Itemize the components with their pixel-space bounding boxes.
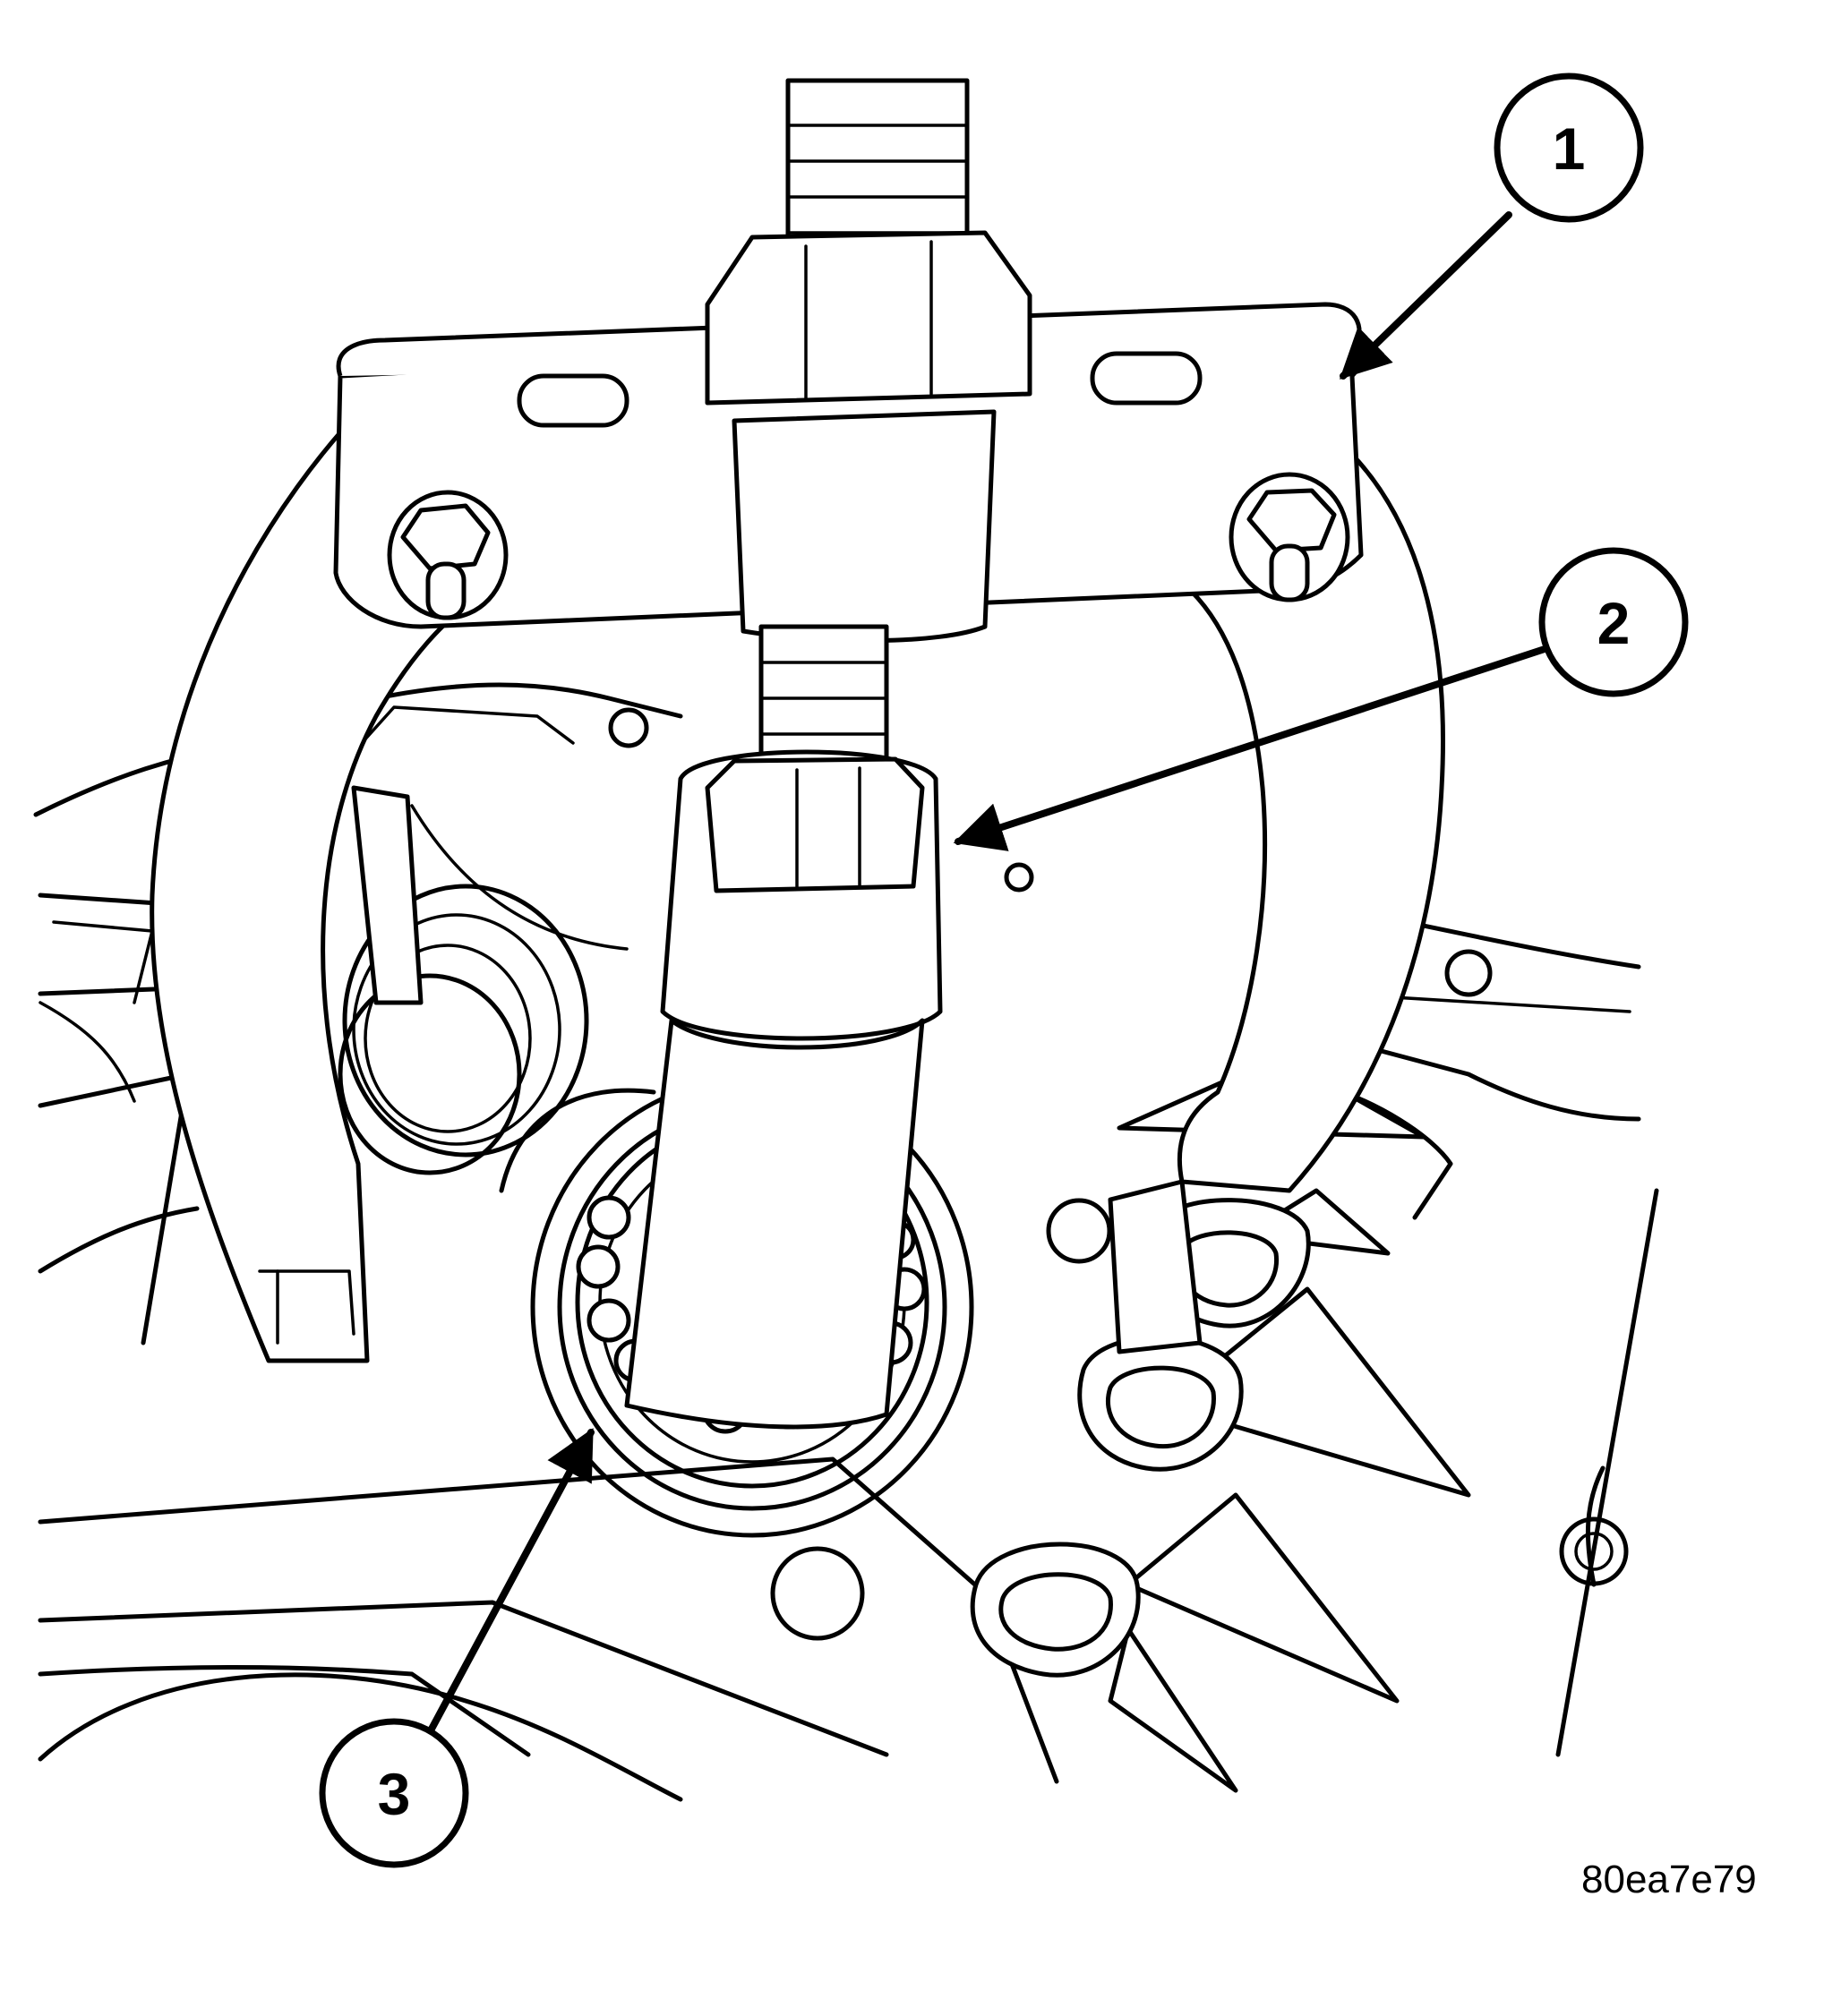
callout-3: 3 (319, 1428, 595, 1868)
callout-2: 2 (953, 547, 1689, 851)
crossbar-bolt-left (387, 490, 509, 620)
left-bearing-bore (338, 785, 589, 1175)
puller-jaw-right (1108, 427, 1445, 1354)
figure-code: 80ea7e79 (1581, 1858, 1757, 1901)
crossbar-bolt-right (1229, 472, 1350, 602)
bearing-adapter (624, 749, 943, 1430)
puller-jaw-left (150, 391, 468, 1363)
transmission-case (33, 682, 1659, 1802)
callout-1-number: 1 (1553, 115, 1586, 182)
callout-3-number: 3 (378, 1761, 411, 1827)
callout-2-number: 2 (1597, 590, 1631, 656)
forcing-screw (705, 78, 1032, 782)
callout-2-circle (1538, 547, 1689, 697)
callout-3-circle (319, 1718, 469, 1868)
callout-1-circle (1494, 73, 1644, 223)
callout-1: 1 (1339, 73, 1644, 380)
